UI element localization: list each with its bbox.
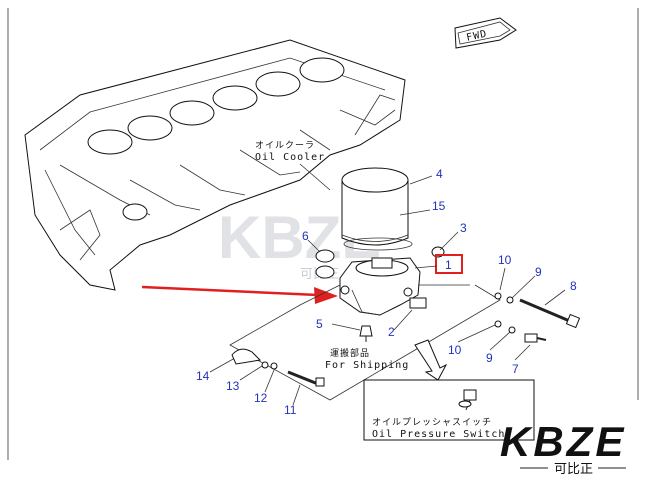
pressure-switch-inset: オイルプレッシャスイッチ Oil Pressure Switch xyxy=(363,379,535,441)
callouts: 1 2 3 4 5 6 7 8 9 9 10 10 11 12 13 14 15 xyxy=(196,167,577,417)
bolt-8 xyxy=(519,298,581,329)
oil-cooler-label-en: Oil Cooler xyxy=(255,152,325,163)
pressure-switch-label-jp: オイルプレッシャスイッチ xyxy=(372,417,492,428)
detail-arrow-icon xyxy=(414,339,448,381)
washer-10-upper xyxy=(494,292,502,300)
callout-4: 4 xyxy=(436,167,443,181)
oil-filter xyxy=(341,167,413,251)
callout-6: 6 xyxy=(302,229,309,243)
clamp-14 xyxy=(231,348,262,365)
oil-port xyxy=(122,203,148,221)
bolt-11 xyxy=(287,370,325,387)
callout-2: 2 xyxy=(388,325,395,339)
callout-9-lower: 9 xyxy=(486,351,493,365)
brand-logo-text: KBZE xyxy=(500,418,626,465)
cylinder-bore-2 xyxy=(127,115,173,141)
washer-13 xyxy=(261,361,269,369)
cylinder-bore-4 xyxy=(212,85,258,111)
cylinder-bore-1 xyxy=(87,129,133,155)
fwd-label: FWD xyxy=(465,29,488,44)
callout-10-lower: 10 xyxy=(448,343,462,357)
oil-cooler-label-jp: オイルクーラ xyxy=(255,140,315,151)
highlight-arrow xyxy=(141,285,338,304)
cylinder-bore-5 xyxy=(255,71,301,97)
callout-11: 11 xyxy=(284,403,297,417)
washer-9-lower xyxy=(508,326,516,334)
fwd-arrow-icon: FWD xyxy=(454,17,517,49)
callout-1: 1 xyxy=(445,258,452,272)
callout-15: 15 xyxy=(432,199,446,213)
callout-8: 8 xyxy=(570,279,577,293)
cylinder-bore-3 xyxy=(169,100,215,126)
callout-9-upper: 9 xyxy=(535,265,542,279)
callout-3: 3 xyxy=(460,221,467,235)
washer-10-lower xyxy=(494,320,502,328)
callout-7: 7 xyxy=(512,362,519,376)
washer-9-upper xyxy=(506,296,514,304)
callout-12: 12 xyxy=(254,391,268,405)
shipping-label-jp: 運搬部品 xyxy=(330,347,370,359)
cylinder-bore-6 xyxy=(299,57,345,83)
callout-14: 14 xyxy=(196,369,210,383)
fitting-2 xyxy=(409,297,427,309)
o-ring-lower xyxy=(315,265,335,279)
engine-block xyxy=(24,39,406,291)
pressure-switch xyxy=(458,389,477,411)
callout-10-upper: 10 xyxy=(498,253,512,267)
highlight-box xyxy=(435,254,463,274)
shipping-label-en: For Shipping xyxy=(325,360,409,371)
filter-head xyxy=(339,257,421,316)
pressure-switch-label-en: Oil Pressure Switch xyxy=(372,429,505,440)
brand-logo-sub: 可比正 xyxy=(554,462,593,477)
o-ring-upper xyxy=(315,249,335,263)
plug-5 xyxy=(359,325,373,342)
callout-5: 5 xyxy=(316,317,323,331)
fitting-7 xyxy=(524,333,547,343)
brand-logo: KBZE 可比正 xyxy=(500,418,626,477)
washer-12 xyxy=(270,362,278,370)
callout-13: 13 xyxy=(226,379,240,393)
